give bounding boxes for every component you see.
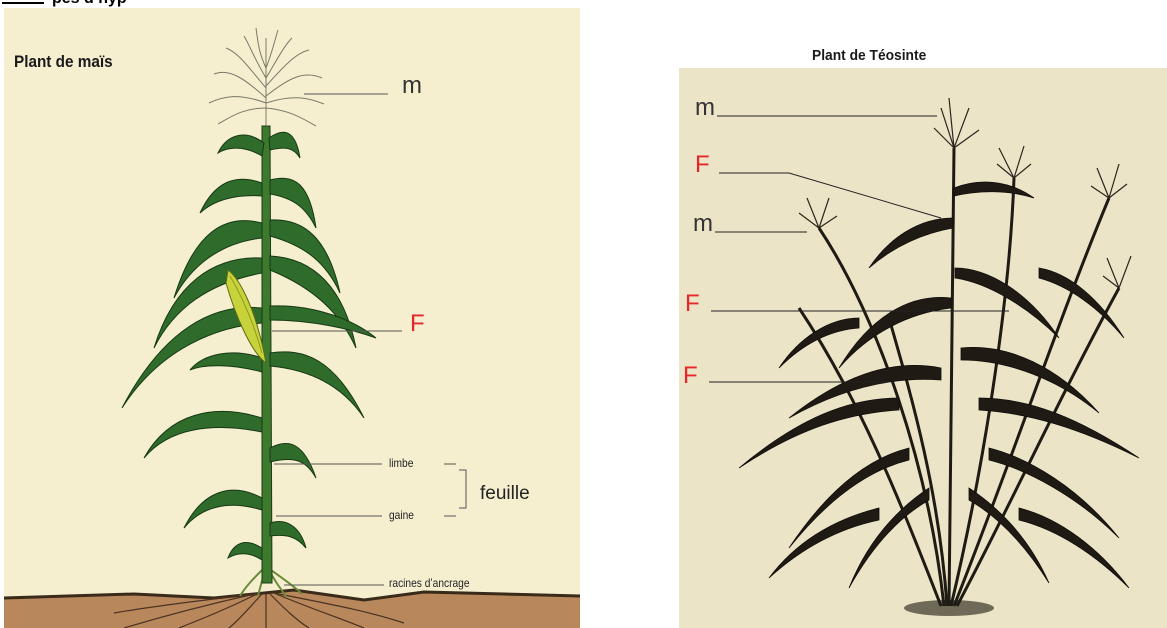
teosinte-label-m-2: m [693,212,713,236]
teosinte-label-m-1: m [695,96,715,120]
mais-label-m: m [402,74,422,98]
mais-tassel [209,28,324,126]
mais-label-F: F [410,312,425,336]
label-gaine: gaine [389,509,414,521]
mais-leaves [122,132,376,560]
teosinte-label-F-1: F [695,153,710,177]
teosinte-title: Plant de Téosinte [812,47,926,64]
mais-plant-drawing [4,8,580,628]
teosinte-illustration-panel: m F m F F [679,68,1167,628]
mais-leader-lines [272,94,466,585]
header-text: pes d’hyp [52,0,127,8]
header-strip: pes d’hyp [0,0,600,8]
mais-title: Plant de maïs [14,52,113,72]
mais-illustration-panel: Plant de maïs m F limbe gaine feuille ra… [4,8,580,628]
teosinte-label-F-2: F [685,292,700,316]
label-feuille: feuille [480,484,530,503]
label-racines-ancrage: racines d’ancrage [389,577,470,589]
teosinte-label-F-3: F [683,364,698,388]
header-underline [2,0,44,4]
label-limbe: limbe [389,457,413,469]
teosinte-plant-drawing [679,68,1167,628]
